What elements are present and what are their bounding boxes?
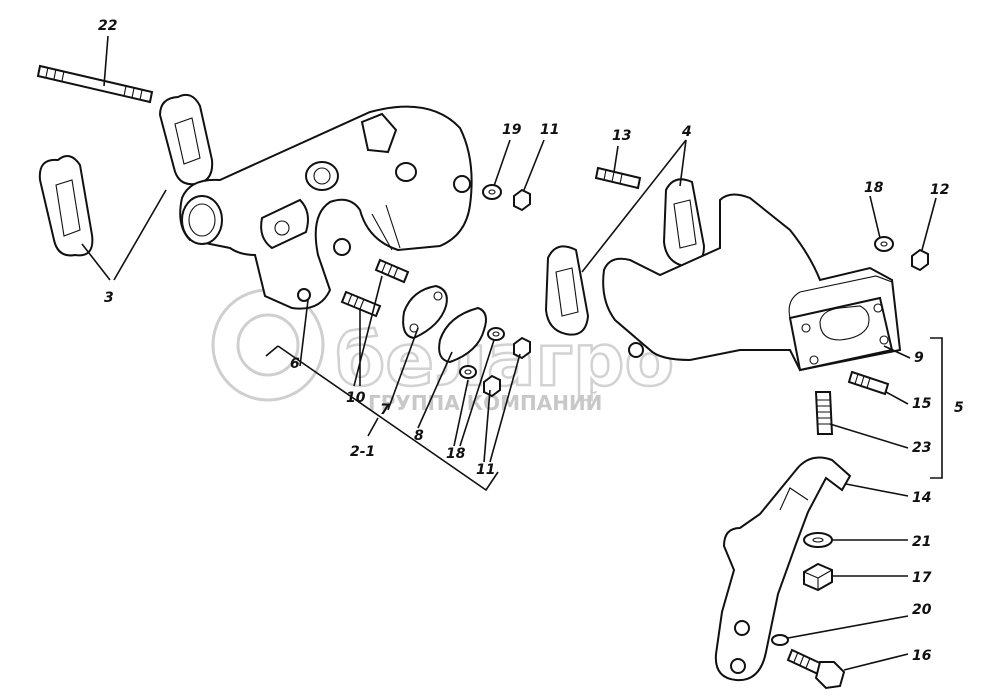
watermark-subtitle: ГРУППА КОМПАНИЙ (368, 391, 602, 415)
label-8: 8 (414, 428, 424, 444)
label-11-left: 11 (476, 462, 495, 478)
label-5: 5 (954, 400, 964, 416)
gasket-3-left (38, 155, 94, 257)
bolt-16 (786, 648, 846, 690)
stud-15 (847, 370, 890, 396)
callout-labels: 22 3 6 10 7 8 2-1 18 11 19 11 13 4 18 12… (98, 18, 964, 664)
label-22: 22 (98, 18, 117, 34)
watermark: белагро ГРУППА КОМПАНИЙ (211, 288, 675, 415)
label-15: 15 (912, 396, 932, 412)
label-6: 6 (290, 356, 300, 372)
stud-13 (594, 166, 642, 190)
washer-21 (803, 532, 833, 548)
label-12: 12 (930, 182, 949, 198)
gasket-4-left (544, 245, 590, 336)
studs-10 (340, 258, 410, 318)
label-23: 23 (912, 440, 931, 456)
stud-22 (36, 64, 154, 104)
nut-12 (911, 248, 929, 272)
label-20: 20 (912, 602, 932, 618)
gasket-8 (438, 306, 487, 364)
washer-19 (482, 184, 502, 200)
label-21: 21 (912, 534, 931, 550)
label-2-1: 2-1 (350, 444, 375, 460)
label-13: 13 (612, 128, 631, 144)
label-7: 7 (380, 402, 390, 418)
label-3: 3 (104, 290, 114, 306)
exhaust-manifold-right (602, 193, 902, 372)
nut-11-upper (513, 188, 531, 212)
label-17: 17 (912, 570, 932, 586)
washer-18-right (874, 236, 894, 252)
leader-lines (81, 35, 943, 671)
label-10: 10 (346, 390, 366, 406)
exhaust-manifold-left (179, 105, 473, 310)
stud-23 (814, 391, 834, 435)
nut-17 (803, 562, 833, 592)
gasket-3-right (158, 93, 214, 186)
label-18-right: 18 (864, 180, 884, 196)
label-18-left: 18 (446, 446, 466, 462)
bracket-14 (714, 456, 852, 682)
label-14: 14 (912, 490, 931, 506)
label-4: 4 (681, 124, 692, 140)
gasket-4-right (662, 178, 706, 268)
watermark-logo-text: белагро (335, 318, 674, 402)
washers-18-nuts-11-left (459, 327, 531, 398)
label-19: 19 (502, 122, 522, 138)
label-11-upper: 11 (540, 122, 559, 138)
spring-washer-20 (771, 634, 789, 646)
label-9: 9 (914, 350, 924, 366)
label-16: 16 (912, 648, 932, 664)
plate-7 (402, 284, 448, 340)
